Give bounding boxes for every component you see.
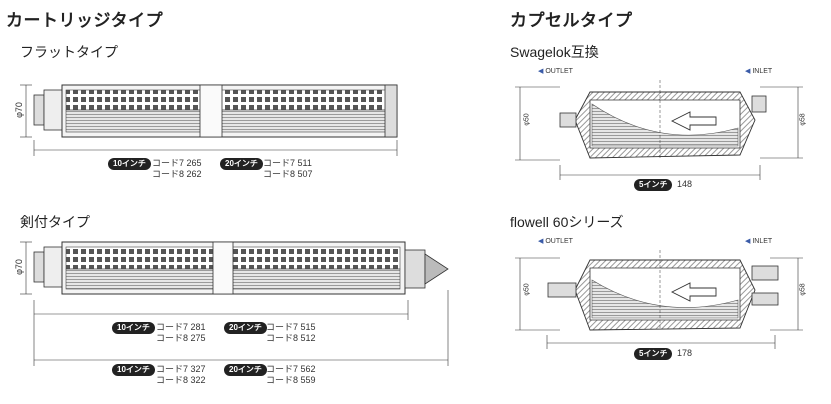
- code-line: コード7 265: [152, 158, 202, 168]
- code-line: コード7 515: [266, 322, 316, 332]
- code-line: コード8 512: [266, 333, 316, 343]
- swagelok-length-badge: 5インチ: [634, 179, 673, 191]
- sword-a-10inch-codes: コード7 281 コード8 275: [156, 322, 206, 344]
- sword-a-10inch-badge: 10インチ: [112, 322, 155, 334]
- code-line: コード8 262: [152, 169, 202, 179]
- arrow-left-icon: ◀: [538, 68, 544, 75]
- flat-10inch-badge: 10インチ: [108, 158, 151, 170]
- sword-a-20inch-badge: 20インチ: [224, 322, 267, 334]
- flat-20inch-codes: コード7 511 コード8 507: [263, 158, 313, 180]
- swagelok-length: 148: [677, 179, 693, 189]
- code-line: コード7 511: [263, 158, 312, 168]
- sword-b-10inch-badge: 10インチ: [112, 364, 155, 376]
- code-line: コード8 507: [263, 169, 313, 179]
- capsule-type-heading: カプセルタイプ: [510, 11, 633, 30]
- swagelok-inner-diameter: φ50: [523, 113, 531, 126]
- flowell-inner-diameter: φ50: [523, 283, 531, 296]
- arrow-left-icon: ◀: [745, 68, 751, 75]
- cartridge-type-heading: カートリッジタイプ: [6, 11, 164, 30]
- swagelok-inlet-label: ◀ INLET: [745, 67, 772, 75]
- outlet-text: OUTLET: [545, 68, 573, 75]
- sword-diameter-label: φ70: [13, 259, 24, 275]
- flat-diameter-label: φ70: [13, 102, 24, 118]
- code-line: コード8 559: [266, 375, 316, 385]
- sword-b-10inch-codes: コード7 327 コード8 322: [156, 364, 206, 386]
- inlet-text: INLET: [752, 238, 773, 245]
- flowell-outer-diameter: φ58: [799, 283, 807, 296]
- code-line: コード7 562: [266, 364, 316, 374]
- swagelok-outer-diameter: φ58: [799, 113, 807, 126]
- arrow-left-icon: ◀: [538, 238, 544, 245]
- code-line: コード7 281: [156, 322, 206, 332]
- sword-b-20inch-badge: 20インチ: [224, 364, 267, 376]
- inlet-text: INLET: [752, 68, 773, 75]
- outlet-text: OUTLET: [545, 238, 573, 245]
- code-line: コード8 322: [156, 375, 206, 385]
- code-line: コード7 327: [156, 364, 206, 374]
- arrow-left-icon: ◀: [745, 238, 751, 245]
- flowell-inlet-label: ◀ INLET: [745, 237, 772, 245]
- swagelok-outlet-label: ◀ OUTLET: [538, 67, 573, 75]
- flat-10inch-codes: コード7 265 コード8 262: [152, 158, 202, 180]
- swagelok-title: Swagelok互換: [510, 44, 599, 60]
- flowell-outlet-label: ◀ OUTLET: [538, 237, 573, 245]
- flat-20inch-badge: 20インチ: [220, 158, 263, 170]
- sword-a-20inch-codes: コード7 515 コード8 512: [266, 322, 316, 344]
- flowell-length: 178: [677, 348, 693, 358]
- flat-type-title: フラットタイプ: [20, 44, 118, 60]
- code-line: コード8 275: [156, 333, 206, 343]
- flowell-length-badge: 5インチ: [634, 348, 673, 360]
- sword-type-title: 剣付タイプ: [20, 214, 90, 230]
- flowell-title: flowell 60シリーズ: [510, 214, 624, 230]
- sword-b-20inch-codes: コード7 562 コード8 559: [266, 364, 316, 386]
